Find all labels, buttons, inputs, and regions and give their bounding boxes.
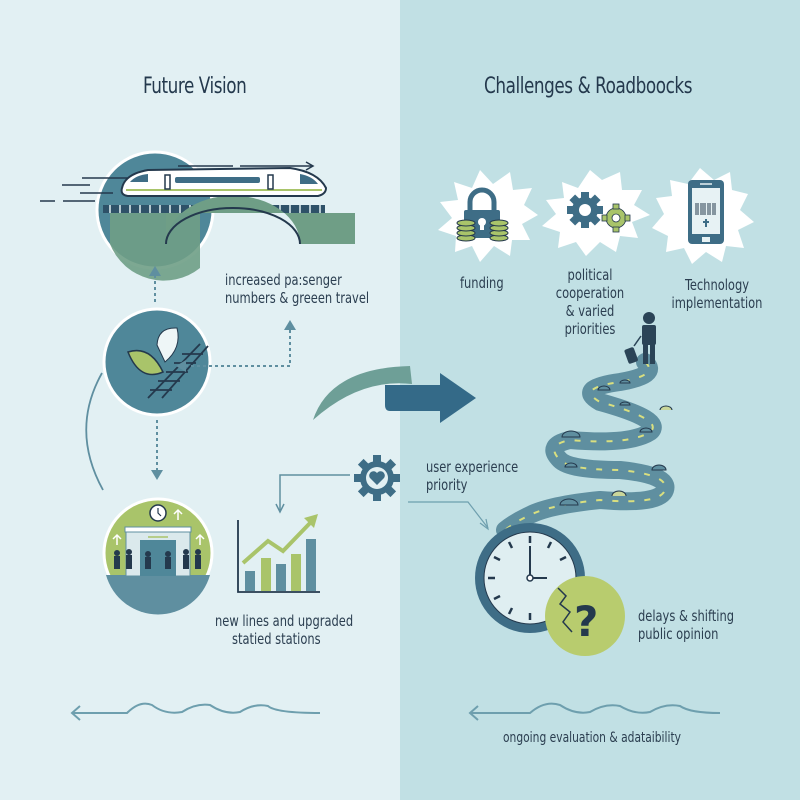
passenger-label-line2: numbers & greeen travel [225,289,370,307]
connector-line [408,501,489,531]
ux-label-line1: user experience [426,458,519,476]
dotted-arrow-up-icon [149,266,161,302]
wavy-arrow-footer-icon [468,702,721,721]
winding-road-icon [496,353,675,539]
political-line3: & varied [565,302,615,320]
traveler-with-suitcase-icon [624,312,656,364]
delays-line1: delays & shifting [638,607,735,625]
high-speed-train-bridge-icon [40,150,355,281]
future-vision-title: Future Vision [143,74,247,99]
passenger-label: increased pa:senger numbers & greeen tra… [225,271,369,307]
lock-with-coins-icon [456,187,509,242]
delays-label: delays & shifting public opinion [638,607,734,643]
rising-bar-chart-icon [237,514,320,593]
stations-label-line2: statied stations [232,630,321,648]
political-line1: political [567,266,613,284]
political-line4: priorities [564,320,616,338]
challenge-funding-label: funding [460,274,504,292]
dotted-arrow-down-icon [151,420,163,480]
challenge-technology-label: Technology implementation [670,276,764,312]
cracked-question-mark-icon: ? [545,576,625,656]
dotted-elbow-arrow-icon [176,320,296,372]
stations-label-line1: new lines and upgraded [215,612,354,630]
passenger-label-line1: increased pa:senger [225,271,342,289]
technology-line1: Technology [684,276,750,294]
gear-heart-icon [354,455,400,501]
cycle-arc [85,372,104,491]
ux-priority-label: user experience priority [426,458,518,494]
challenge-political-label: political cooperation & varied prioritie… [548,266,633,338]
delays-line2: public opinion [638,625,719,643]
station-with-people-icon [102,497,214,615]
ux-label-line2: priority [426,476,468,494]
political-line2: cooperation [555,284,625,302]
transition-arrow-icon [313,366,476,423]
svg-text:?: ? [574,597,598,646]
technology-line2: implementation [671,294,763,312]
gears-icon [567,192,631,233]
footer-label: ongoing evaluation & adataibility [503,730,682,746]
stations-label: new lines and upgraded statied stations [215,612,353,648]
leaf-railway-track-icon [102,307,212,417]
wavy-arrow-left-icon [70,702,321,721]
smartphone-barcode-icon [688,180,724,244]
elbow-arrow-icon [275,474,350,514]
challenges-title: Challenges & Roadboocks [484,74,693,99]
